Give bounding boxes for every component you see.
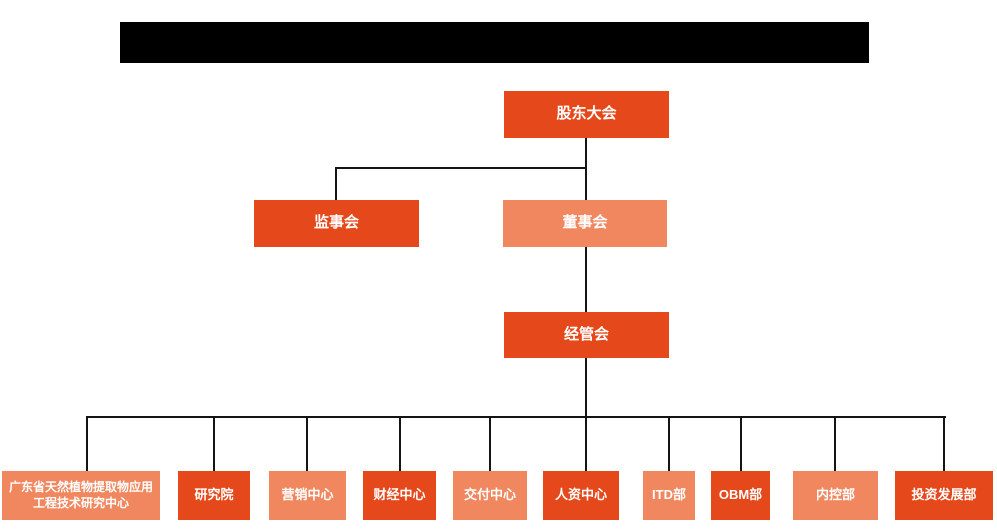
- node-finance-center: 财经中心: [363, 471, 436, 520]
- connector-shareholders-down: [585, 138, 587, 200]
- connector-management-down: [585, 358, 587, 418]
- node-obm-department: OBM部: [711, 471, 770, 520]
- connector-dept-drop: [399, 416, 401, 471]
- node-research-institute: 研究院: [178, 471, 250, 520]
- connector-dept-drop: [213, 416, 215, 471]
- connector-dept-drop: [306, 416, 308, 471]
- node-marketing-center: 营销中心: [269, 471, 346, 520]
- connector-dept-drop: [585, 416, 587, 471]
- connector-row2-horizontal: [335, 167, 587, 169]
- node-itd-department: ITD部: [643, 471, 695, 520]
- redacted-title-bar: [120, 22, 869, 63]
- node-shareholders-meeting: 股东大会: [504, 91, 669, 138]
- connector-dept-drop: [489, 416, 491, 471]
- node-hr-center: 人资中心: [543, 471, 619, 520]
- node-investment-development-department: 投资发展部: [895, 471, 993, 520]
- node-gd-plant-extract-research-center: 广东省天然植物提取物应用工程技术研究中心: [2, 471, 160, 520]
- connector-dept-drop: [86, 416, 88, 471]
- connector-supervisory-drop: [335, 167, 337, 200]
- connector-departments-horizontal: [86, 416, 946, 418]
- connector-dept-drop: [668, 416, 670, 471]
- node-supervisory-board: 监事会: [254, 200, 419, 247]
- connector-dept-drop: [943, 416, 945, 471]
- node-board-of-directors: 董事会: [503, 200, 667, 247]
- connector-board-to-management: [585, 247, 587, 312]
- connector-dept-drop: [740, 416, 742, 471]
- connector-dept-drop: [834, 416, 836, 471]
- node-management-committee: 经管会: [504, 312, 669, 358]
- node-delivery-center: 交付中心: [453, 471, 527, 520]
- node-internal-control-department: 内控部: [793, 471, 878, 520]
